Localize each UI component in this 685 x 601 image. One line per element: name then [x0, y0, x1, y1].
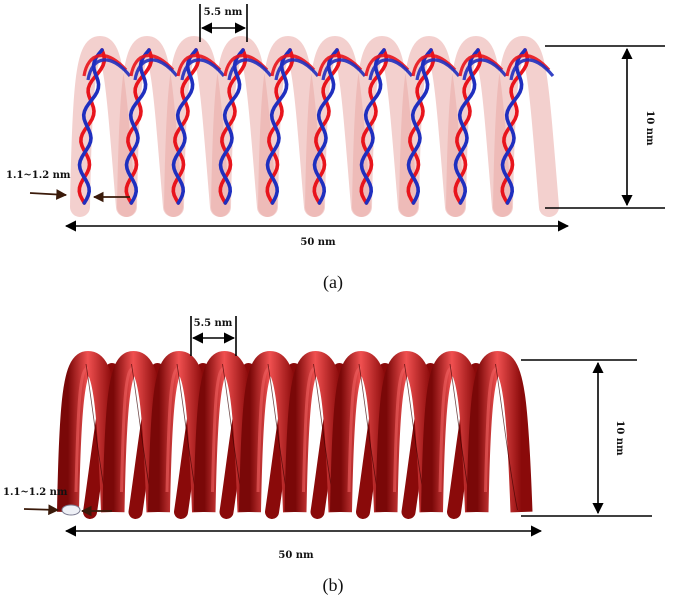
blue-strand: [312, 48, 339, 205]
diameter-label-a: 1.1~1.2 nm: [6, 170, 71, 181]
tube-highlight: [484, 366, 499, 493]
tube-highlight: [302, 366, 317, 493]
blue-strand-arc: [180, 58, 226, 81]
height-dimension-a: 10 nm: [545, 45, 665, 209]
blue-strand-arc: [509, 58, 555, 81]
cross-section-icon: [61, 504, 81, 516]
blue-strand-arc: [415, 58, 461, 81]
pitch-label-b: 5.5 nm: [194, 318, 233, 329]
caption-a: (a): [323, 272, 343, 293]
panel-b: 5.5 nm 10 nm 50 nm 1.1~1.2 nm (b): [3, 316, 652, 596]
tube-highlight: [120, 366, 135, 493]
double-strand-helix-a: [70, 35, 559, 217]
tube-seam: [495, 363, 518, 511]
blue-strand: [453, 48, 480, 205]
blue-strand: [500, 48, 527, 205]
blue-strand: [265, 48, 292, 205]
blue-strand: [406, 48, 433, 205]
tube-highlight: [256, 366, 271, 493]
blue-strand-arc: [227, 58, 273, 81]
solid-tube-helix-b: [57, 350, 533, 519]
caption-b: (b): [323, 575, 344, 596]
tube-turn: [466, 350, 533, 513]
diameter-dimension-b: 1.1~1.2 nm: [3, 487, 112, 517]
tube-highlight: [347, 366, 362, 493]
blue-strand-arc: [462, 58, 508, 81]
blue-strand-arc: [321, 58, 367, 81]
length-label-a: 50 nm: [300, 237, 336, 248]
pitch-dimension-b: 5.5 nm: [190, 316, 237, 356]
height-label-b: 10 nm: [614, 420, 625, 456]
blue-strand: [77, 48, 104, 205]
blue-strand-arc: [368, 58, 414, 81]
length-dimension-a: 50 nm: [64, 220, 570, 248]
tube-highlight: [211, 366, 226, 493]
blue-strand: [359, 48, 386, 205]
blue-strand: [124, 48, 151, 205]
diameter-label-b: 1.1~1.2 nm: [3, 487, 68, 498]
diameter-dimension-a: 1.1~1.2 nm: [6, 170, 130, 203]
height-label-a: 10 nm: [644, 110, 655, 146]
length-dimension-b: 50 nm: [64, 525, 543, 561]
blue-strand: [171, 48, 198, 205]
tube-highlight: [393, 366, 408, 493]
panel-a: 5.5 nm 10 nm 50 nm 1.1~1.2 nm (a): [6, 4, 665, 293]
tube-highlight: [165, 366, 180, 493]
tube-highlight: [438, 366, 453, 493]
pitch-label-a: 5.5 nm: [204, 7, 243, 18]
pitch-dimension-a: 5.5 nm: [199, 4, 248, 42]
blue-strand-arc: [86, 58, 132, 81]
blue-strand: [218, 48, 245, 205]
length-label-b: 50 nm: [278, 550, 314, 561]
height-dimension-b: 10 nm: [521, 359, 652, 517]
blue-strand-arc: [274, 58, 320, 81]
tube-highlight: [74, 366, 89, 493]
blue-strand-arc: [133, 58, 179, 81]
